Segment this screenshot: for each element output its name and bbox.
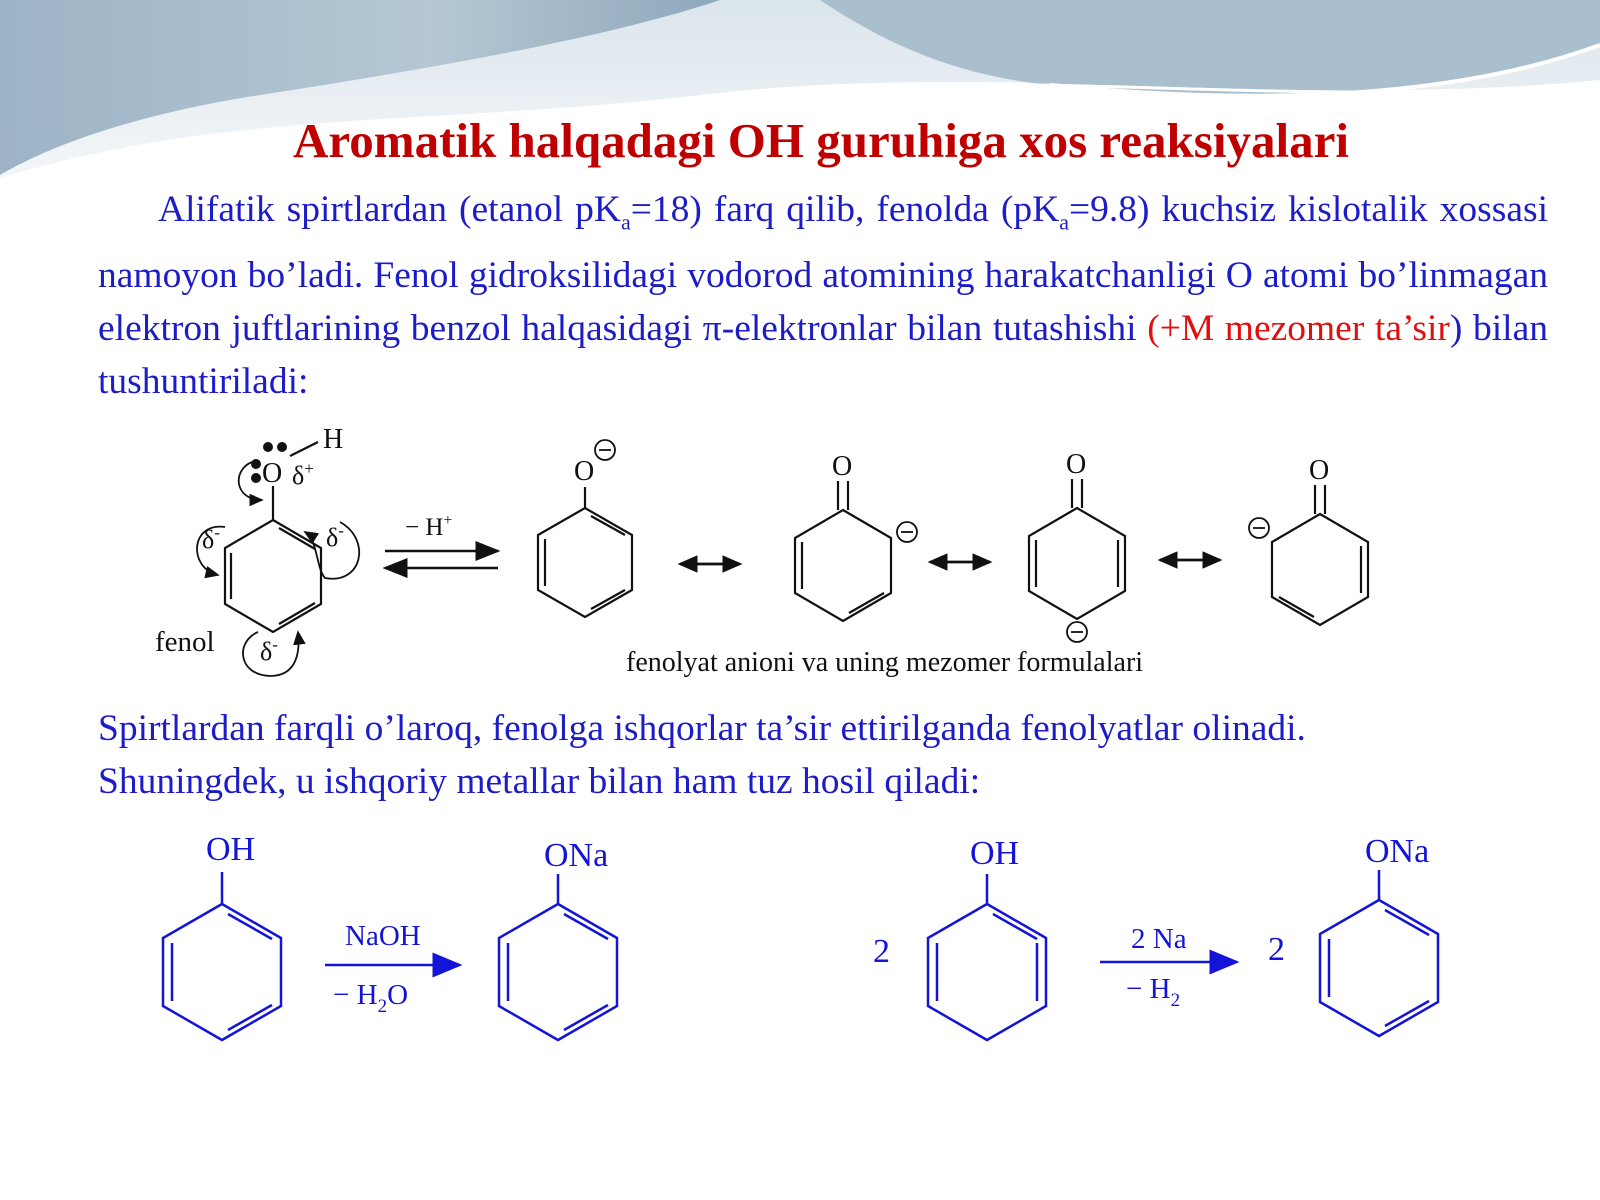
resonance-structure-ortho xyxy=(793,481,918,623)
o-h-bond xyxy=(289,441,319,457)
phenol-benzene-ring xyxy=(223,518,323,634)
intro-text-3: =9.8) kuchsiz kislotalik xossasi namoyon… xyxy=(98,189,1548,349)
mesomeric-effect-highlight: (+M mezomer ta’sir xyxy=(1147,307,1450,349)
negative-charge-icon xyxy=(896,521,918,543)
second-paragraph-line-2: Shuningdek, u ishqoriy metallar bilan ha… xyxy=(98,761,981,802)
resonance-arrows xyxy=(677,551,1223,573)
slide-title: Aromatik halqadagi OH guruhiga xos reaks… xyxy=(293,113,1349,168)
intro-text-4: ) bilan tushuntiriladi: xyxy=(98,307,1548,402)
resonance-ortho-left-oxygen: O xyxy=(1309,455,1329,486)
reaction-2-ona-group: ONa xyxy=(1365,833,1429,870)
reaction-1-oh-group: OH xyxy=(206,831,255,868)
pka-subscript-2: a xyxy=(1059,209,1069,235)
reaction-2-oh-group: OH xyxy=(970,835,1019,872)
reaction-2-reagent: 2 Na xyxy=(1131,923,1187,955)
phenol-label: fenol xyxy=(155,626,215,658)
curved-arrow-left xyxy=(196,525,226,579)
negative-charge-icon xyxy=(1066,621,1088,643)
resonance-structure-para xyxy=(1027,479,1127,643)
reaction-1-reagent: NaOH xyxy=(345,920,421,952)
negative-charge-icon xyxy=(1248,517,1270,539)
negative-charge-icon xyxy=(594,439,616,461)
curved-arrow-oxygen xyxy=(237,461,264,507)
reaction-1-sodium-phenoxide xyxy=(497,874,619,1042)
delta-minus-label-right: δ- xyxy=(326,521,344,552)
resonance-ortho-oxygen: O xyxy=(832,451,852,482)
reaction-2-reactant-coefficient: 2 xyxy=(873,933,890,970)
phenol-structure xyxy=(223,441,323,634)
lone-pairs xyxy=(251,442,287,483)
delta-plus-label: δ+ xyxy=(292,459,314,490)
resonance-para-oxygen: O xyxy=(1066,449,1086,480)
second-paragraph: Spirtlardan farqli o’laroq, fenolga ishq… xyxy=(98,702,1548,808)
reaction-2-byproduct: − H2 xyxy=(1126,973,1180,1011)
pka-subscript-1: a xyxy=(620,209,631,235)
phenol-oxygen-atom: O xyxy=(262,458,282,489)
delta-minus-label-bottom: δ- xyxy=(260,635,278,666)
curved-arrow-bottom xyxy=(242,630,306,677)
deprotonation-label: − H+ xyxy=(405,512,452,541)
header-wave-dark xyxy=(0,0,720,175)
second-paragraph-line-1: Spirtlardan farqli o’laroq, fenolga ishq… xyxy=(98,708,1306,749)
curved-arrow-right xyxy=(303,521,360,580)
reaction-1-phenol xyxy=(161,872,283,1042)
reaction-2-phenol xyxy=(926,874,1048,1042)
intro-text-1: Alifatik spirtlardan (etanol pK xyxy=(158,189,621,230)
header-wave-right xyxy=(820,0,1600,96)
phenoxide-oxygen-atom: O xyxy=(574,456,594,487)
reaction-2-product-coefficient: 2 xyxy=(1268,931,1285,968)
reaction-1-ona-group: ONa xyxy=(544,837,608,874)
resonance-structure-ortho-left xyxy=(1248,485,1370,627)
equilibrium-arrow xyxy=(382,541,501,578)
intro-paragraph: Alifatik spirtlardan (etanol pKa=18) far… xyxy=(98,183,1548,408)
curved-arrows xyxy=(196,461,360,677)
phenoxide-caption: fenolyat anioni va uning mezomer formula… xyxy=(626,647,1143,678)
phenoxide-anion xyxy=(536,439,634,619)
reaction-1-byproduct: − H2O xyxy=(333,979,408,1017)
intro-text-2: =18) farq qilib, fenolda (pK xyxy=(630,189,1060,230)
reaction-2-sodium-phenoxide xyxy=(1318,870,1440,1038)
phenol-hydrogen-atom: H xyxy=(323,424,343,455)
